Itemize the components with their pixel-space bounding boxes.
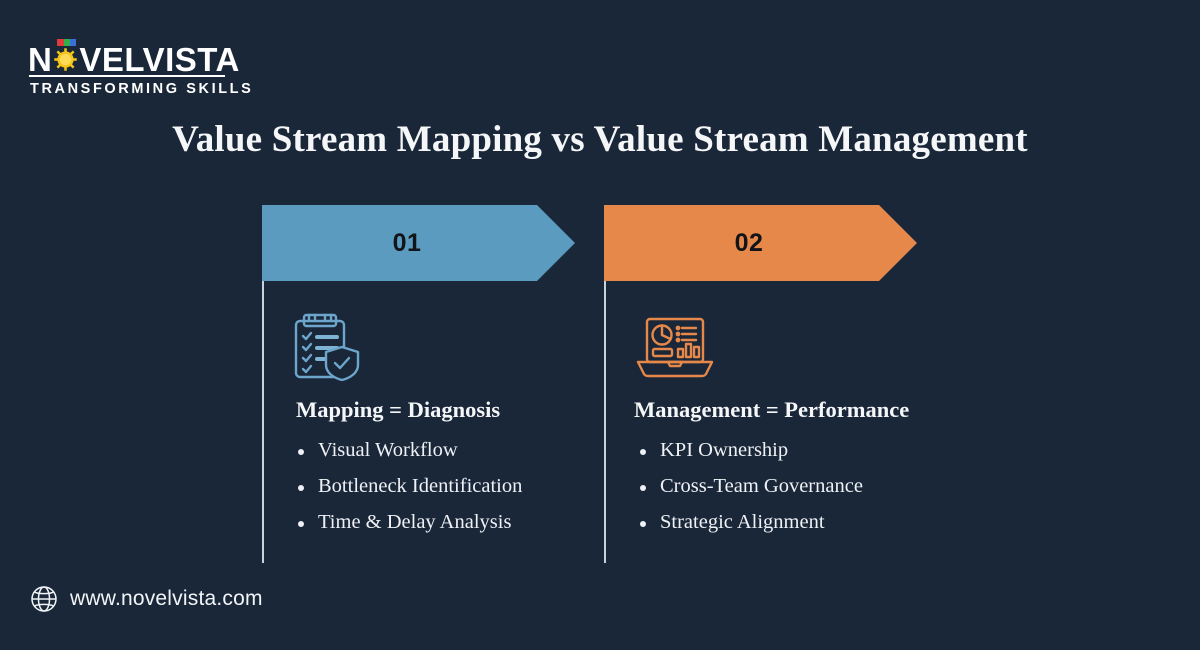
list-item: Visual Workflow [292, 439, 592, 462]
column-2-bullets: KPI Ownership Cross-Team Governance Stra… [634, 439, 934, 534]
globe-icon [31, 586, 57, 612]
column-1-heading: Mapping = Diagnosis [296, 397, 501, 422]
banner-arrow-1: 01 [262, 205, 575, 281]
list-item: Cross-Team Governance [634, 475, 934, 498]
website-url: www.novelvista.com [70, 587, 263, 610]
logo-word-prefix: N [28, 41, 53, 78]
logo-word-suffix: VELVISTA [79, 41, 240, 78]
banner-arrow-2: 02 [604, 205, 917, 281]
step-number-1: 01 [392, 228, 422, 257]
column-divider-2 [604, 281, 606, 563]
logo-tagline: TRANSFORMING SKILLS [30, 81, 254, 97]
laptop-analytics-icon [634, 313, 934, 381]
column-divider-1 [262, 281, 264, 563]
list-item: Time & Delay Analysis [292, 511, 592, 534]
logo-wordmark: N [28, 38, 239, 78]
column-2-body: Management = Performance KPI Ownership C… [634, 313, 934, 547]
clipboard-shield-icon [292, 313, 592, 381]
logo-pixel-squares [57, 39, 77, 46]
list-item: Bottleneck Identification [292, 475, 592, 498]
column-1-bullets: Visual Workflow Bottleneck Identificatio… [292, 439, 592, 534]
logo-sun-slot [52, 38, 79, 71]
column-2-heading: Management = Performance [634, 397, 910, 422]
column-1-body: Mapping = Diagnosis Visual Workflow Bott… [292, 313, 592, 547]
step-number-2: 02 [734, 228, 764, 257]
column-mapping: 01 [262, 205, 582, 533]
column-management: 02 [604, 205, 924, 533]
list-item: Strategic Alignment [634, 511, 934, 534]
sun-icon [54, 48, 78, 71]
footer: www.novelvista.com [30, 585, 263, 613]
logo-divider-rule [29, 75, 225, 77]
brand-logo: N [28, 38, 254, 97]
list-item: KPI Ownership [634, 439, 934, 462]
page-title: Value Stream Mapping vs Value Stream Man… [172, 119, 1028, 160]
